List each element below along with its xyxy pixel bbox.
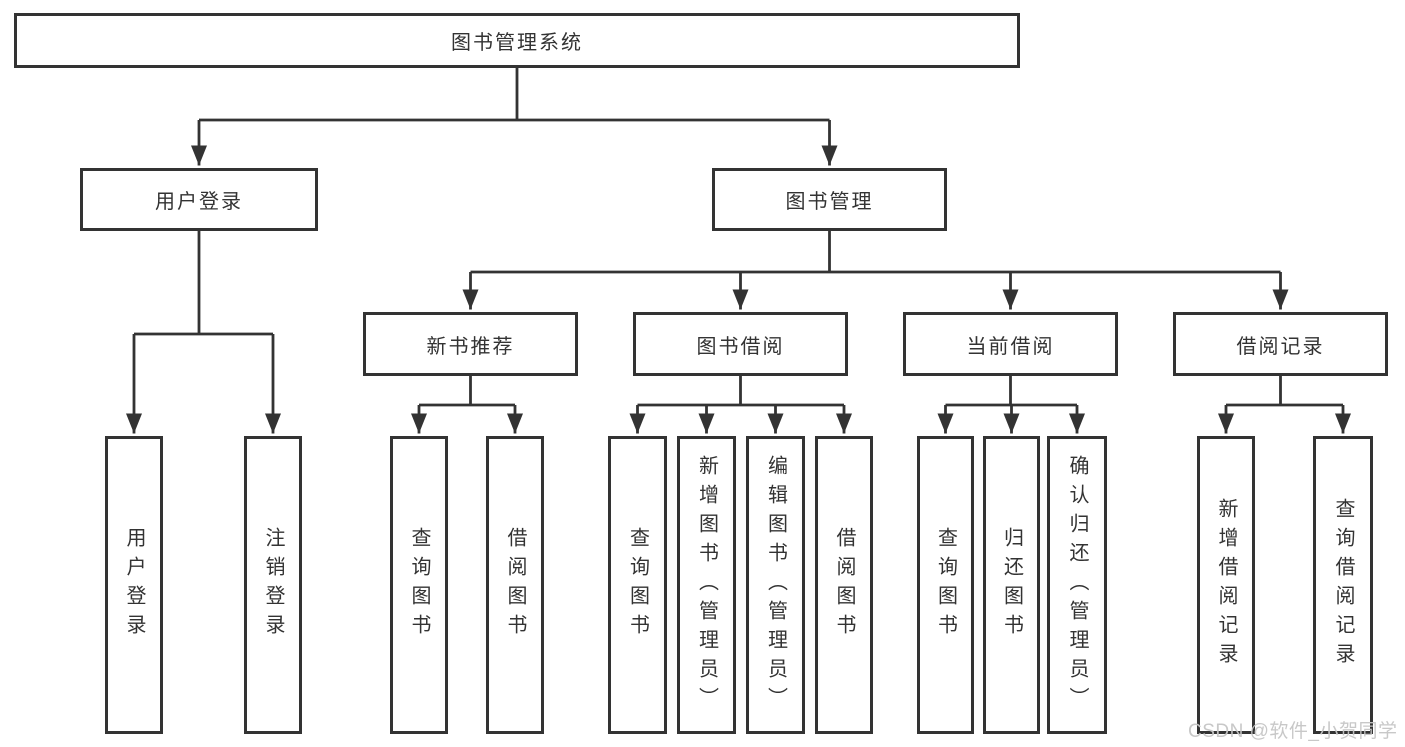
node-label: 借阅图书: [833, 527, 855, 643]
node-label: 新增图书（管理员）: [695, 454, 718, 716]
connector-new-book-rec-children: [411, 376, 523, 434]
connector-book-mgmt-children: [462, 231, 1289, 310]
node-label: 图书借阅: [696, 335, 785, 358]
node-leaf-query-books-current: 查询图书: [917, 436, 974, 734]
node-new-book-recommendation: 新书推荐: [363, 312, 578, 376]
csdn-watermark: CSDN @软件_小贺同学: [1188, 721, 1398, 742]
node-label: 查询图书: [934, 527, 957, 643]
node-label: 借阅记录: [1236, 335, 1325, 358]
node-user-login: 用户登录: [80, 168, 318, 231]
node-leaf-return-books: 归还图书: [983, 436, 1040, 734]
node-leaf-edit-books-admin: 编辑图书（管理员）: [746, 436, 805, 734]
node-borrowing-records: 借阅记录: [1173, 312, 1388, 376]
connector-borrow-records-children: [1218, 376, 1351, 434]
node-label: 查询图书: [408, 527, 430, 643]
node-leaf-borrow-books-recommend: 借阅图书: [486, 436, 544, 734]
node-label: 新增借阅记录: [1215, 498, 1237, 672]
node-label: 确认归还（管理员）: [1066, 454, 1088, 716]
node-leaf-borrow-books: 借阅图书: [815, 436, 873, 734]
connector-root-to-level2: [191, 68, 838, 166]
node-label: 注销登录: [262, 527, 284, 643]
connector-current-borrow-children: [937, 376, 1085, 434]
connector-user-login-children: [126, 231, 281, 434]
node-leaf-user-login: 用户登录: [105, 436, 163, 734]
node-label: 图书管理: [785, 191, 874, 213]
node-label: 查询图书: [626, 527, 649, 643]
node-label: 当前借阅: [966, 335, 1055, 358]
node-label: 借阅图书: [504, 527, 526, 643]
node-book-management: 图书管理: [712, 168, 947, 231]
node-leaf-add-borrow-record: 新增借阅记录: [1197, 436, 1255, 734]
node-leaf-query-books-recommend: 查询图书: [390, 436, 448, 734]
node-leaf-confirm-return-admin: 确认归还（管理员）: [1047, 436, 1107, 734]
connector-book-borrow-children: [629, 376, 852, 434]
connector-paths: [126, 68, 1351, 434]
node-label: 用户登录: [155, 191, 243, 213]
node-current-borrowing: 当前借阅: [903, 312, 1118, 376]
node-leaf-query-borrow-record: 查询借阅记录: [1313, 436, 1373, 734]
node-book-borrowing: 图书借阅: [633, 312, 848, 376]
node-label: 查询借阅记录: [1332, 498, 1354, 672]
node-label: 编辑图书（管理员）: [764, 454, 787, 716]
node-leaf-add-books-admin: 新增图书（管理员）: [677, 436, 736, 734]
node-label: 归还图书: [1000, 527, 1023, 643]
node-label: 图书管理系统: [451, 32, 583, 54]
node-leaf-query-books-borrow: 查询图书: [608, 436, 667, 734]
node-label: 用户登录: [123, 527, 145, 643]
node-root-system: 图书管理系统: [14, 13, 1020, 68]
node-label: 新书推荐: [426, 335, 515, 358]
node-leaf-logout: 注销登录: [244, 436, 302, 734]
